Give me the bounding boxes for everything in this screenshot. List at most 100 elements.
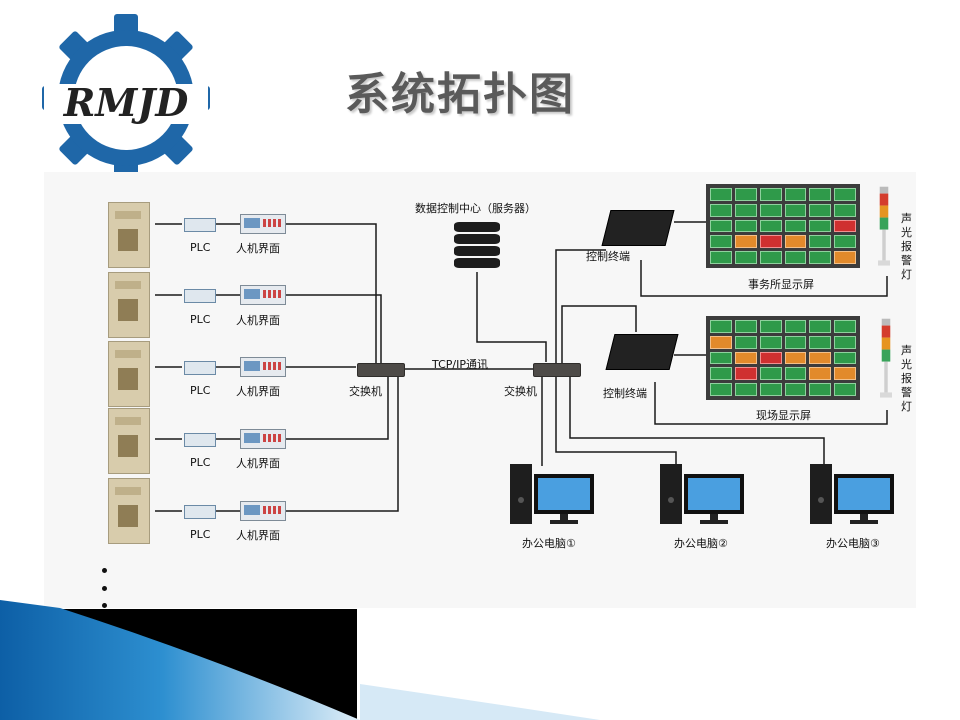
status-tile (784, 367, 807, 381)
status-tile (784, 188, 807, 201)
ellipsis-dot (102, 603, 107, 608)
status-tile (734, 188, 757, 201)
status-tile (784, 235, 807, 249)
status-tile (809, 367, 832, 381)
status-tile (834, 320, 856, 333)
status-tile (710, 383, 732, 396)
status-tile (734, 219, 757, 233)
status-tile (734, 251, 757, 264)
status-tile (784, 251, 807, 264)
status-tile (834, 203, 856, 217)
pc-label: 办公电脑③ (826, 537, 880, 550)
status-tile (834, 235, 856, 249)
status-tile (734, 383, 757, 396)
plc-device (184, 289, 216, 303)
hmi-panel (240, 501, 286, 521)
status-tile (759, 351, 782, 365)
status-tile (734, 203, 757, 217)
pc-label: 办公电脑② (674, 537, 728, 550)
network-switch (533, 363, 581, 377)
status-tile (734, 367, 757, 381)
hmi-panel (240, 429, 286, 449)
status-tile (809, 219, 832, 233)
control-terminal (601, 210, 675, 246)
desktop-computer-icon (660, 464, 744, 524)
status-tile (834, 251, 856, 264)
status-tile (710, 235, 732, 249)
status-tile (784, 383, 807, 396)
hmi-label: 人机界面 (236, 457, 280, 470)
status-tile (784, 203, 807, 217)
terminal-label: 控制终端 (603, 387, 647, 400)
hmi-panel (240, 214, 286, 234)
status-tile (759, 320, 782, 333)
status-tile (784, 335, 807, 349)
press-machine (108, 202, 150, 268)
status-tile (759, 203, 782, 217)
pc-label: 办公电脑① (522, 537, 576, 550)
hmi-panel (240, 285, 286, 305)
status-tile (809, 383, 832, 396)
site-display-screen (706, 316, 860, 400)
hmi-label: 人机界面 (236, 242, 280, 255)
status-tile (710, 219, 732, 233)
alarm-light-icon (880, 318, 892, 398)
press-machine (108, 478, 150, 544)
status-tile (834, 383, 856, 396)
control-terminal (605, 334, 679, 370)
status-tile (710, 203, 732, 217)
status-tile (710, 188, 732, 201)
status-tile (759, 367, 782, 381)
rmjd-logo: RMJD (42, 14, 210, 182)
desktop-computer-icon (810, 464, 894, 524)
status-tile (759, 219, 782, 233)
hmi-label: 人机界面 (236, 529, 280, 542)
status-tile (759, 335, 782, 349)
logo-text: RMJD (63, 80, 189, 125)
status-tile (710, 320, 732, 333)
status-tile (710, 335, 732, 349)
status-tile (809, 251, 832, 264)
press-machine (108, 408, 150, 474)
status-tile (834, 335, 856, 349)
page-title: 系统拓扑图 (345, 69, 575, 120)
status-tile (734, 235, 757, 249)
ellipsis-dot (102, 568, 107, 573)
status-tile (710, 251, 732, 264)
hmi-label: 人机界面 (236, 385, 280, 398)
plc-label: PLC (190, 241, 211, 254)
status-tile (734, 335, 757, 349)
office-display-screen (706, 184, 860, 268)
alarm-light-icon (878, 186, 890, 266)
tcp-ip-label: TCP/IP通讯 (432, 358, 488, 371)
plc-device (184, 361, 216, 375)
plc-label: PLC (190, 384, 211, 397)
status-tile (734, 320, 757, 333)
status-tile (710, 367, 732, 381)
press-machine (108, 272, 150, 338)
switch-label: 交换机 (349, 385, 382, 398)
status-tile (809, 351, 832, 365)
ellipsis-dot (102, 586, 107, 591)
plc-device (184, 218, 216, 232)
status-tile (710, 351, 732, 365)
status-tile (834, 351, 856, 365)
status-tile (784, 219, 807, 233)
blue-ribbon-decoration (0, 600, 600, 720)
site-screen-label: 现场显示屏 (756, 409, 811, 422)
status-tile (809, 335, 832, 349)
switch-label: 交换机 (504, 385, 537, 398)
server-icon (450, 218, 504, 274)
alarm-label: 声光报警灯 (901, 212, 912, 281)
desktop-computer-icon (510, 464, 594, 524)
status-tile (759, 235, 782, 249)
status-tile (759, 383, 782, 396)
plc-device (184, 433, 216, 447)
status-tile (834, 219, 856, 233)
plc-device (184, 505, 216, 519)
status-tile (784, 320, 807, 333)
hmi-label: 人机界面 (236, 314, 280, 327)
plc-label: PLC (190, 456, 211, 469)
status-tile (834, 367, 856, 381)
